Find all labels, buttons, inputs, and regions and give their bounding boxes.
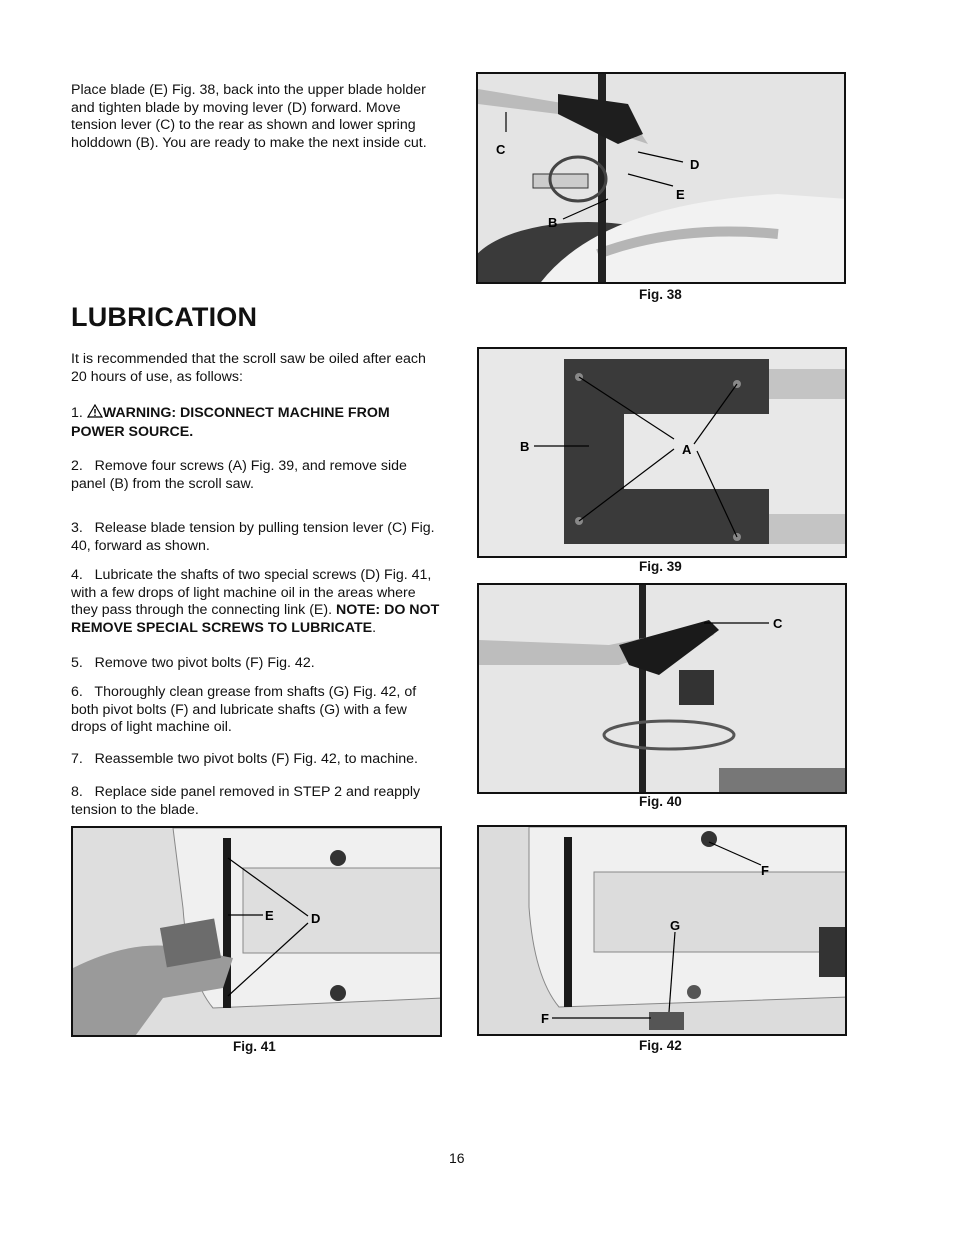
figure-39-photo: B A (477, 347, 847, 558)
section-title: LUBRICATION (71, 302, 258, 332)
fig39-label-a: A (682, 442, 692, 457)
step-number: 4. (71, 567, 83, 583)
fig41-label-e: E (265, 908, 274, 923)
step-number: 2. (71, 458, 83, 474)
fig42-label-g: G (670, 918, 680, 933)
step-number: 5. (71, 655, 83, 671)
step-3: 3. Release blade tension by pulling tens… (71, 520, 441, 555)
warning-text: WARNING: DISCONNECT MACHINE FROM POWER S… (71, 405, 390, 440)
step-1: 1. WARNING: DISCONNECT MACHINE FROM POWE… (71, 403, 441, 441)
step-number: 3. (71, 520, 83, 536)
fig40-label-c: C (773, 616, 783, 631)
step-text: Lubricate the shafts of two special scre… (71, 567, 432, 619)
lubrication-intro: It is recommended that the scroll saw be… (71, 351, 426, 385)
step-2: 2. Remove four screws (A) Fig. 39, and r… (71, 458, 441, 493)
fig38-label-d: D (690, 157, 699, 172)
fig42-caption: Fig. 42 (639, 1038, 682, 1053)
fig41-label-d: D (311, 911, 320, 926)
step-text: Remove two pivot bolts (F) Fig. 42. (94, 655, 315, 671)
step-4: 4. Lubricate the shafts of two special s… (71, 567, 443, 637)
step-number: 1. (71, 405, 83, 421)
figure-38-photo: C D E B (476, 72, 846, 284)
page-number: 16 (449, 1150, 465, 1166)
step-text: Release blade tension by pulling tension… (71, 520, 435, 554)
figure-40-photo: C (477, 583, 847, 794)
step-text: Remove four screws (A) Fig. 39, and remo… (71, 458, 407, 492)
step-number: 8. (71, 784, 83, 800)
step-7: 7. Reassemble two pivot bolts (F) Fig. 4… (71, 751, 446, 769)
intro-paragraph: Place blade (E) Fig. 38, back into the u… (71, 82, 427, 151)
step-5: 5. Remove two pivot bolts (F) Fig. 42. (71, 655, 441, 673)
fig38-label-b: B (548, 215, 557, 230)
step-number: 6. (71, 684, 83, 700)
step-note: NOTE: DO NOT REMOVE SPECIAL SCREWS TO LU… (71, 602, 440, 636)
step-note-end: . (372, 619, 377, 636)
step-text: Reassemble two pivot bolts (F) Fig. 42, … (94, 751, 418, 767)
fig38-caption: Fig. 38 (639, 287, 682, 302)
step-6: 6. Thoroughly clean grease from shafts (… (71, 684, 443, 737)
fig39-caption: Fig. 39 (639, 559, 682, 574)
fig38-label-e: E (676, 187, 685, 202)
step-text: Replace side panel removed in STEP 2 and… (71, 784, 421, 818)
step-8: 8. Replace side panel removed in STEP 2 … (71, 784, 446, 819)
warning-icon (86, 403, 103, 424)
step-number: 7. (71, 751, 83, 767)
fig41-caption: Fig. 41 (233, 1039, 276, 1054)
figure-42-photo: F G F (477, 825, 847, 1036)
fig38-label-c: C (496, 142, 506, 157)
step-text: Thoroughly clean grease from shafts (G) … (71, 684, 417, 736)
fig42-label-f-top: F (761, 863, 769, 878)
fig40-caption: Fig. 40 (639, 794, 682, 809)
fig42-label-f-bottom: F (541, 1011, 549, 1026)
fig39-label-b: B (520, 439, 529, 454)
figure-41-photo: E D (71, 826, 442, 1037)
